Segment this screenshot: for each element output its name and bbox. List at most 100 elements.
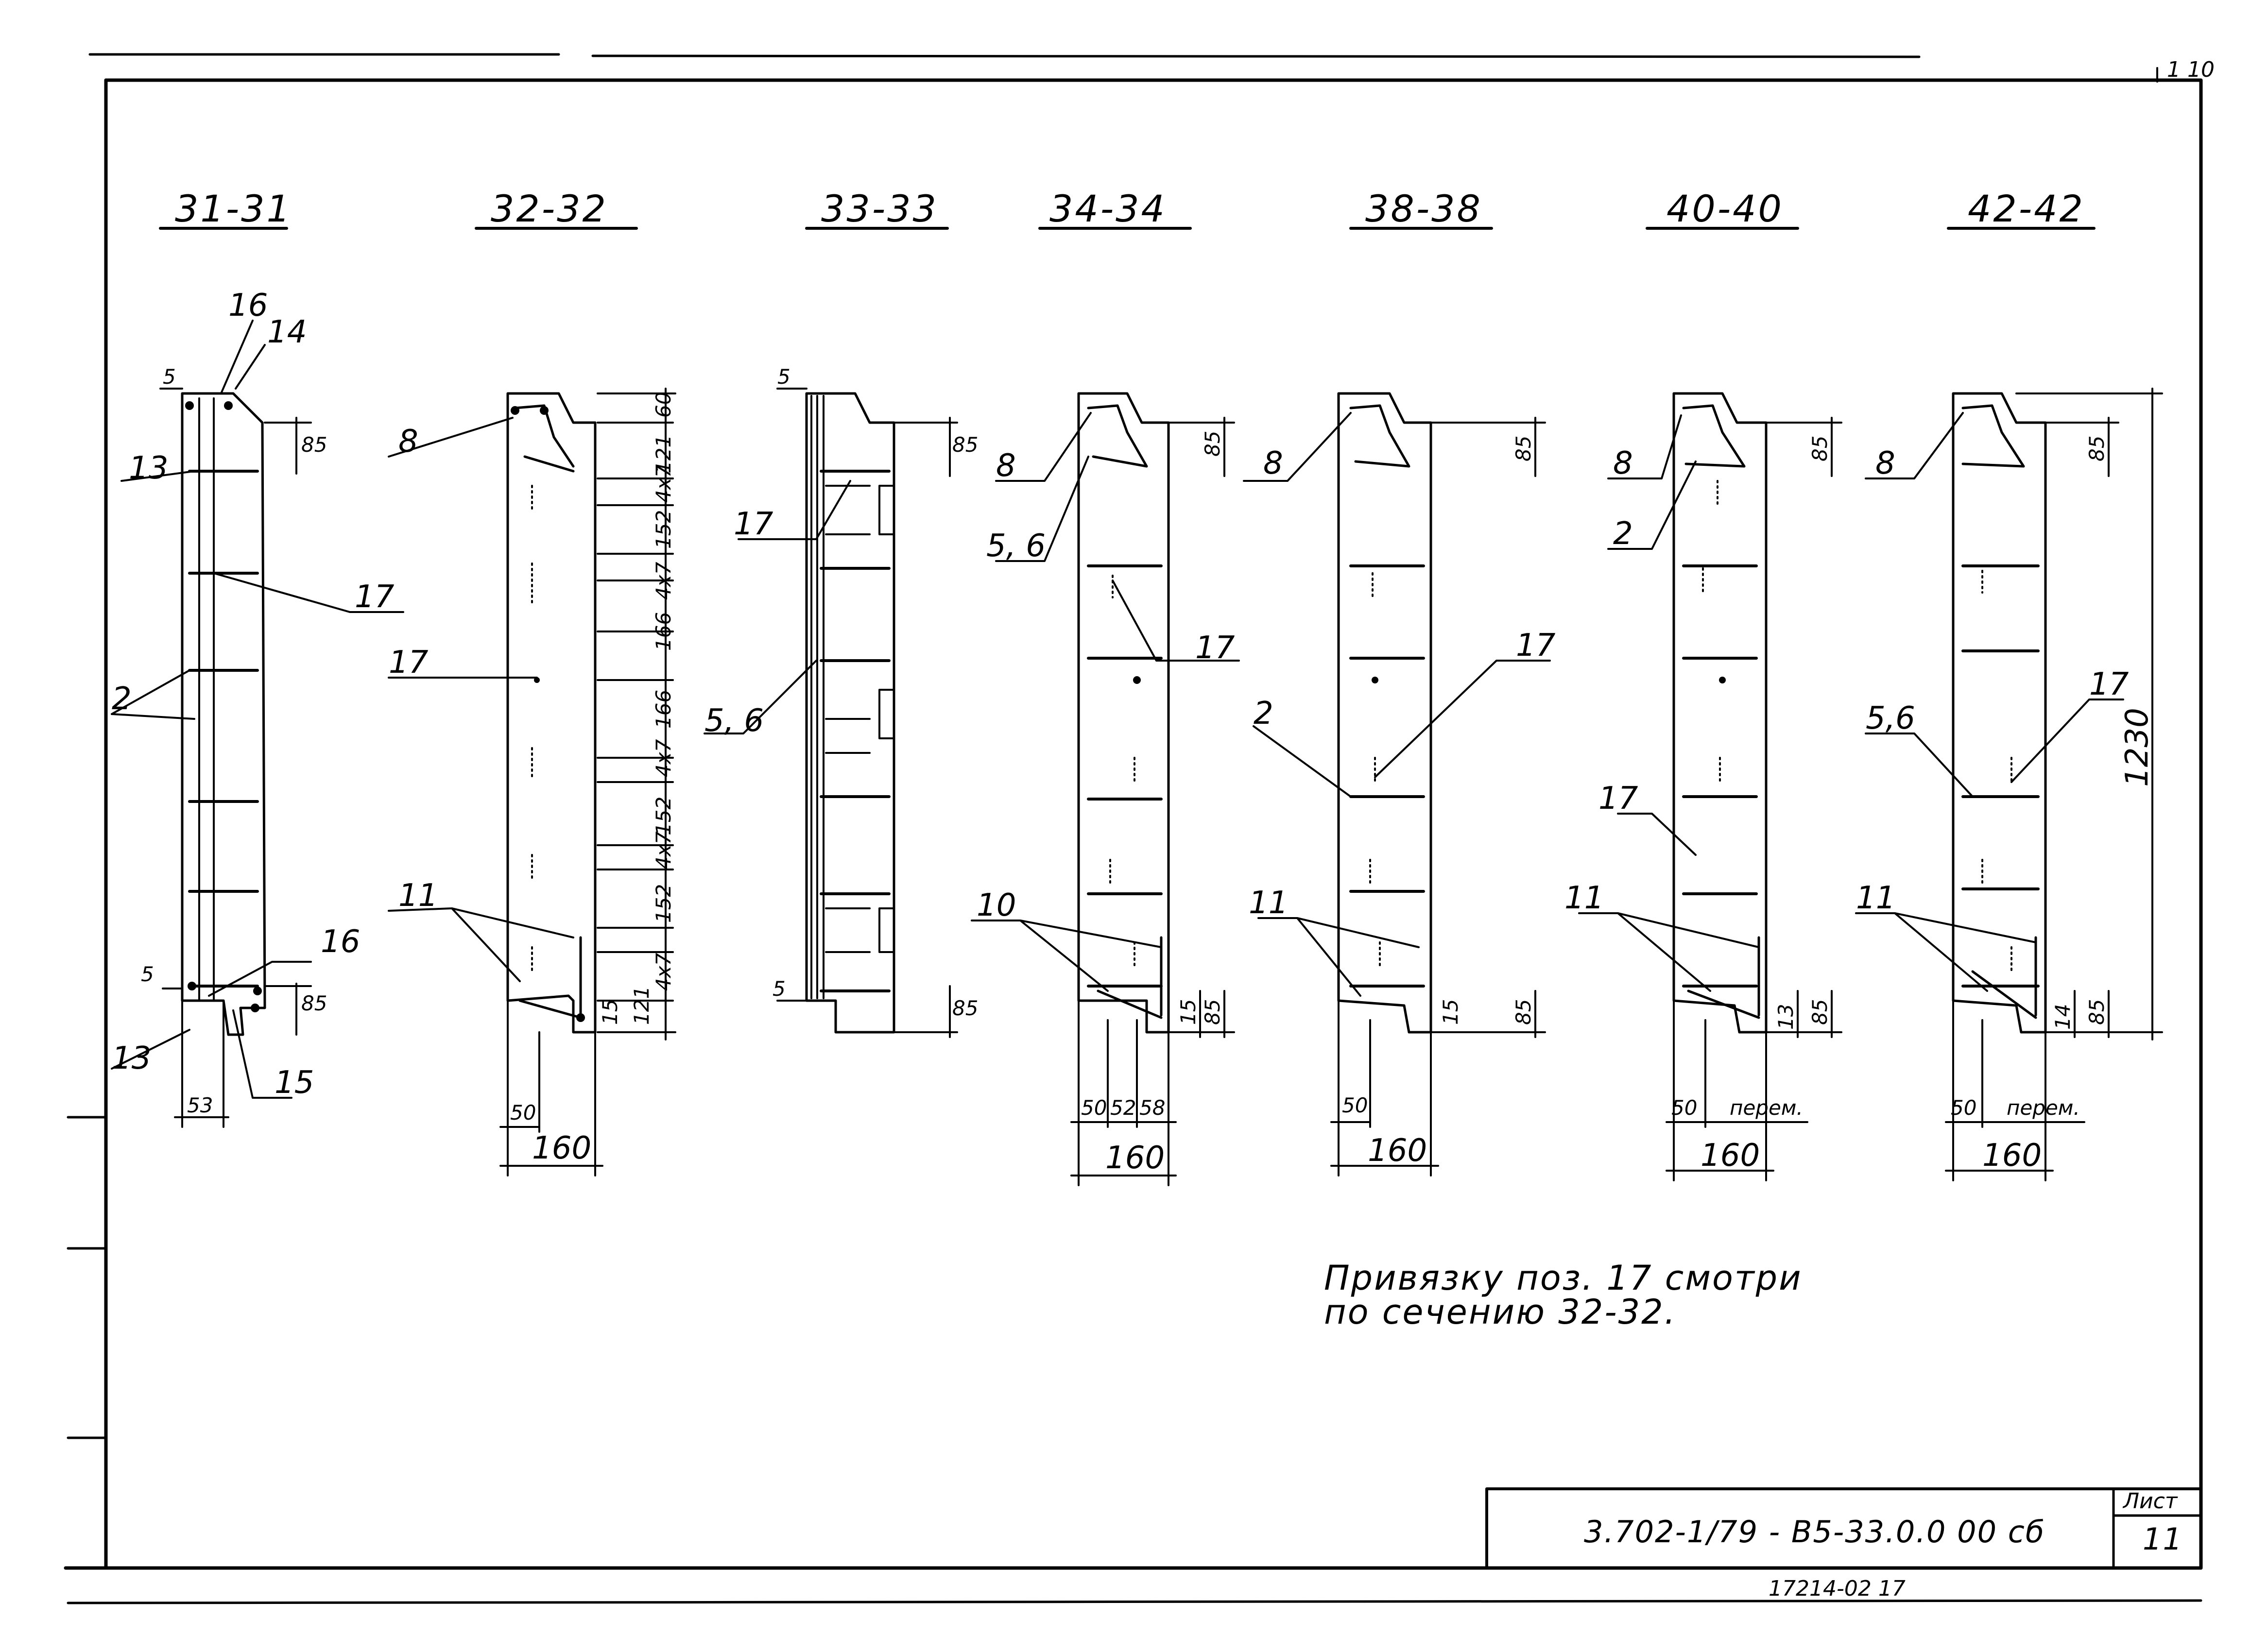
sheet-corner-mark: 1 10	[2167, 57, 2215, 82]
label-13-top: 13	[129, 450, 168, 486]
dim-166-b: 166	[652, 690, 675, 729]
label-17: 17	[355, 579, 395, 615]
label-8: 8	[398, 424, 418, 460]
dim-85-bottom: 85	[2085, 999, 2109, 1025]
label-2: 2	[112, 681, 132, 717]
section-42-42: 8 17 5,6 11 85 1230 14 85 50 перем. 160	[1855, 388, 2163, 1181]
drawing-designation: 3.702-1/79 - В5-33.0.0 00 сб	[1584, 1514, 2045, 1550]
dim-50: 50	[1951, 1096, 1976, 1120]
note: Привязку поз. 17 смотри по сечению 32-32…	[1324, 1258, 1803, 1332]
section-title-42: 42-42	[1968, 187, 2085, 230]
dim-5-top: 5	[777, 365, 790, 389]
label-5-6: 5, 6	[986, 528, 1046, 564]
dim-166-a: 166	[652, 612, 675, 651]
vertical-dims-32: 60 121 4x7 152 4x7 166 166 4x7 152 4x7 1…	[598, 392, 675, 1025]
dim-85-bottom: 85	[1201, 999, 1224, 1025]
label-11: 11	[398, 878, 438, 914]
dim-13: 13	[1774, 1004, 1798, 1030]
section-31-31: 16 14 13 17 2 16 13 15 5 85 5 85 53	[111, 288, 404, 1128]
dim-1230: 1230	[2119, 708, 2155, 787]
dim-perem: перем.	[1730, 1096, 1803, 1120]
label-16-top: 16	[228, 288, 268, 324]
section-33-33: 17 5, 6 5 85 5 85	[704, 365, 978, 1038]
label-11: 11	[1856, 880, 1895, 916]
dim-160: 160	[1982, 1138, 2042, 1174]
section-40-40: 8 2 17 11 85 13 85 50 перем. 160	[1564, 392, 1842, 1181]
note-line-1: Привязку поз. 17 смотри	[1324, 1258, 1803, 1298]
section-title-33: 33-33	[821, 187, 938, 230]
dim-152-c: 152	[652, 884, 675, 923]
dim-160: 160	[1368, 1133, 1427, 1169]
section-title-31: 31-31	[175, 187, 292, 230]
dim-121-bottom: 121	[630, 986, 653, 1025]
dim-121-top: 121	[652, 435, 675, 474]
dim-50: 50	[1081, 1096, 1107, 1120]
label-8: 8	[1613, 445, 1633, 481]
dim-4x7-b: 4x7	[652, 562, 675, 600]
label-17: 17	[1598, 781, 1638, 817]
label-14: 14	[267, 314, 307, 350]
sheet-number: 11	[2143, 1521, 2183, 1557]
dim-160: 160	[532, 1130, 591, 1166]
dim-50: 50	[1671, 1096, 1697, 1120]
archive-number: 17214-02 17	[1769, 1576, 1906, 1601]
dim-85-top: 85	[301, 433, 327, 457]
label-13-bottom: 13	[112, 1040, 151, 1076]
dim-15: 15	[598, 999, 622, 1025]
dim-85-top: 85	[952, 433, 978, 457]
section-34-34: 8 5, 6 17 10 85 15 85 50 52 58 160	[971, 392, 1240, 1186]
section-title-40: 40-40	[1667, 187, 1784, 230]
dim-4x7-a: 4x7	[652, 464, 675, 503]
dim-15: 15	[1439, 999, 1462, 1025]
dim-85-top: 85	[1201, 431, 1224, 457]
dim-160: 160	[1701, 1138, 1760, 1174]
section-38-38: 8 17 2 11 85 15 85 50 160	[1243, 392, 1556, 1176]
label-8: 8	[1875, 445, 1895, 481]
dim-52: 52	[1110, 1096, 1136, 1120]
dim-60: 60	[652, 392, 675, 418]
section-title-38: 38-38	[1365, 187, 1482, 230]
label-5-6: 5, 6	[704, 703, 764, 739]
dim-85-bottom: 85	[1808, 999, 1832, 1025]
label-2: 2	[1613, 516, 1633, 552]
dim-5-bottom: 5	[141, 962, 154, 986]
note-line-2: по сечению 32-32.	[1324, 1292, 1677, 1332]
dim-perem: перем.	[2007, 1096, 2080, 1120]
dim-152-a: 152	[652, 510, 675, 549]
dim-160: 160	[1105, 1140, 1165, 1176]
label-17: 17	[2089, 666, 2129, 702]
section-32-32: 8 17 11 60 121 4x7 152 4x7 166 166 4x7 1…	[388, 388, 676, 1176]
label-11: 11	[1564, 880, 1604, 916]
dim-85-bottom: 85	[1512, 999, 1535, 1025]
label-11: 11	[1249, 885, 1288, 921]
label-2: 2	[1254, 696, 1273, 732]
section-titles: 31-31 32-32 33-33 34-34 38-38 40-40 42-4…	[159, 187, 2096, 230]
label-10: 10	[977, 887, 1016, 923]
sheet-label: Лист	[2122, 1489, 2178, 1514]
dim-5-bottom: 5	[773, 977, 786, 1001]
dim-85-bottom: 85	[301, 991, 327, 1015]
label-17: 17	[1195, 630, 1235, 666]
dim-85-top: 85	[2085, 436, 2109, 461]
dim-50: 50	[510, 1101, 536, 1125]
dim-152-b: 152	[652, 797, 675, 835]
dim-85-bottom: 85	[952, 996, 978, 1020]
dim-15: 15	[1176, 999, 1200, 1025]
dim-4x7-d: 4x7	[652, 831, 675, 869]
label-17: 17	[389, 645, 429, 681]
dim-14: 14	[2051, 1004, 2075, 1030]
dim-53: 53	[187, 1093, 213, 1117]
label-15: 15	[275, 1065, 314, 1101]
label-8: 8	[996, 448, 1016, 484]
title-block: 3.702-1/79 - В5-33.0.0 00 сб Лист 11 172…	[1485, 1487, 2202, 1601]
dim-85-top: 85	[1512, 436, 1535, 461]
dim-4x7-e: 4x7	[652, 953, 675, 991]
dim-4x7-c: 4x7	[652, 739, 675, 777]
section-title-32: 32-32	[491, 187, 608, 230]
section-title-34: 34-34	[1049, 187, 1167, 230]
dim-85-top: 85	[1808, 436, 1832, 461]
drawing-frame: 1 10	[64, 53, 2215, 1604]
dim-5-top: 5	[163, 365, 176, 389]
